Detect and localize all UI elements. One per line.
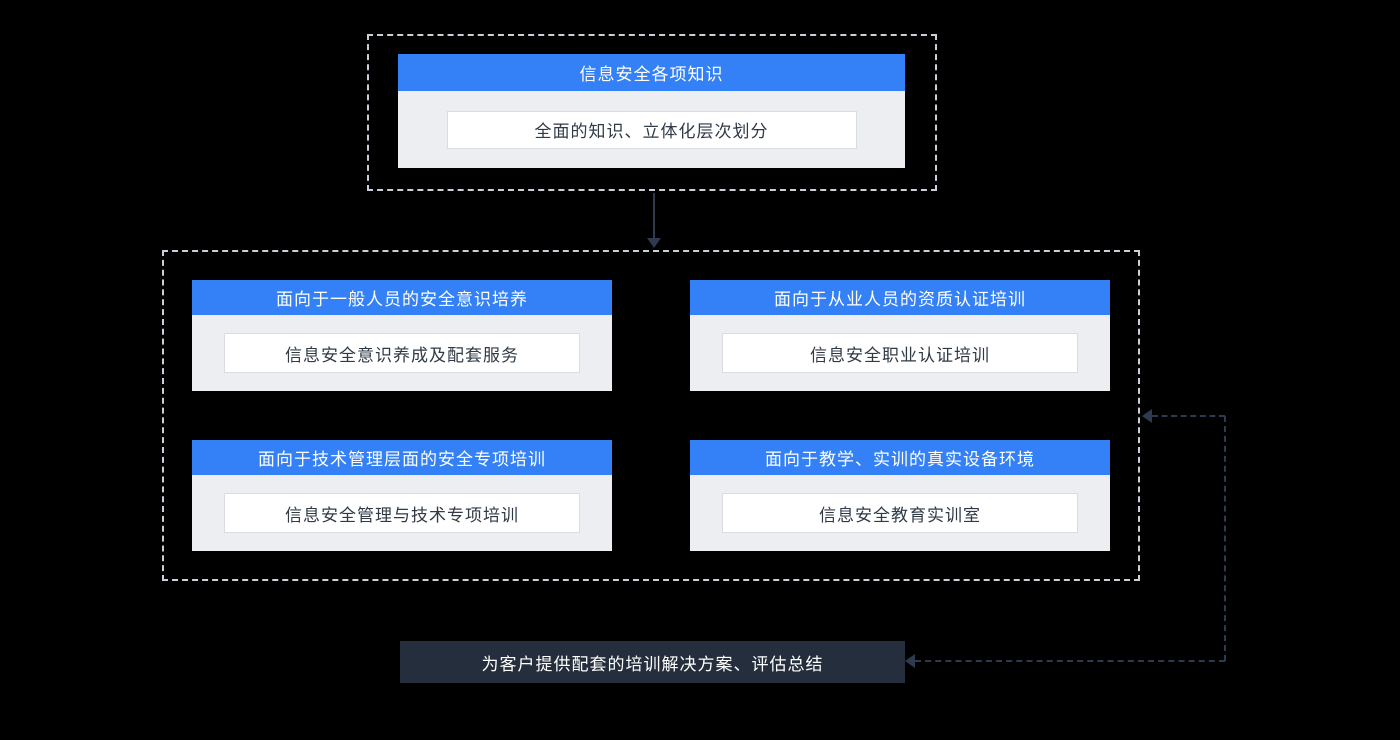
feedback-connector-horizontal-top bbox=[1152, 415, 1225, 417]
category-card-awareness: 面向于一般人员的安全意识培养 信息安全意识养成及配套服务 bbox=[192, 280, 612, 391]
feedback-connector-horizontal-bottom bbox=[915, 660, 1225, 662]
down-arrow-line bbox=[653, 193, 655, 238]
category-card-item: 信息安全教育实训室 bbox=[722, 493, 1078, 533]
knowledge-card-header: 信息安全各项知识 bbox=[398, 54, 905, 91]
category-card-certification: 面向于从业人员的资质认证培训 信息安全职业认证培训 bbox=[690, 280, 1110, 391]
knowledge-card-item: 全面的知识、立体化层次划分 bbox=[446, 110, 857, 149]
category-card-item: 信息安全职业认证培训 bbox=[722, 333, 1078, 373]
knowledge-card-body: 全面的知识、立体化层次划分 bbox=[398, 91, 905, 168]
knowledge-group bbox=[367, 34, 937, 191]
category-card-body: 信息安全教育实训室 bbox=[690, 475, 1110, 551]
solution-footer-box: 为客户提供配套的培训解决方案、评估总结 bbox=[400, 641, 905, 683]
category-card-header: 面向于技术管理层面的安全专项培训 bbox=[192, 440, 612, 475]
category-card-item: 信息安全管理与技术专项培训 bbox=[224, 493, 580, 533]
feedback-connector-vertical bbox=[1224, 416, 1226, 661]
category-card-body: 信息安全职业认证培训 bbox=[690, 315, 1110, 391]
down-arrowhead-icon bbox=[647, 238, 661, 248]
category-card-header: 面向于一般人员的安全意识培养 bbox=[192, 280, 612, 315]
category-card-management: 面向于技术管理层面的安全专项培训 信息安全管理与技术专项培训 bbox=[192, 440, 612, 551]
left-arrowhead-icon bbox=[1142, 409, 1152, 423]
knowledge-card: 信息安全各项知识 全面的知识、立体化层次划分 bbox=[398, 54, 905, 168]
category-card-body: 信息安全意识养成及配套服务 bbox=[192, 315, 612, 391]
left-arrowhead-icon bbox=[905, 654, 915, 668]
category-card-header: 面向于教学、实训的真实设备环境 bbox=[690, 440, 1110, 475]
category-card-item: 信息安全意识养成及配套服务 bbox=[224, 333, 580, 373]
category-card-header: 面向于从业人员的资质认证培训 bbox=[690, 280, 1110, 315]
category-card-lab: 面向于教学、实训的真实设备环境 信息安全教育实训室 bbox=[690, 440, 1110, 551]
category-card-body: 信息安全管理与技术专项培训 bbox=[192, 475, 612, 551]
training-categories-group bbox=[162, 250, 1140, 581]
